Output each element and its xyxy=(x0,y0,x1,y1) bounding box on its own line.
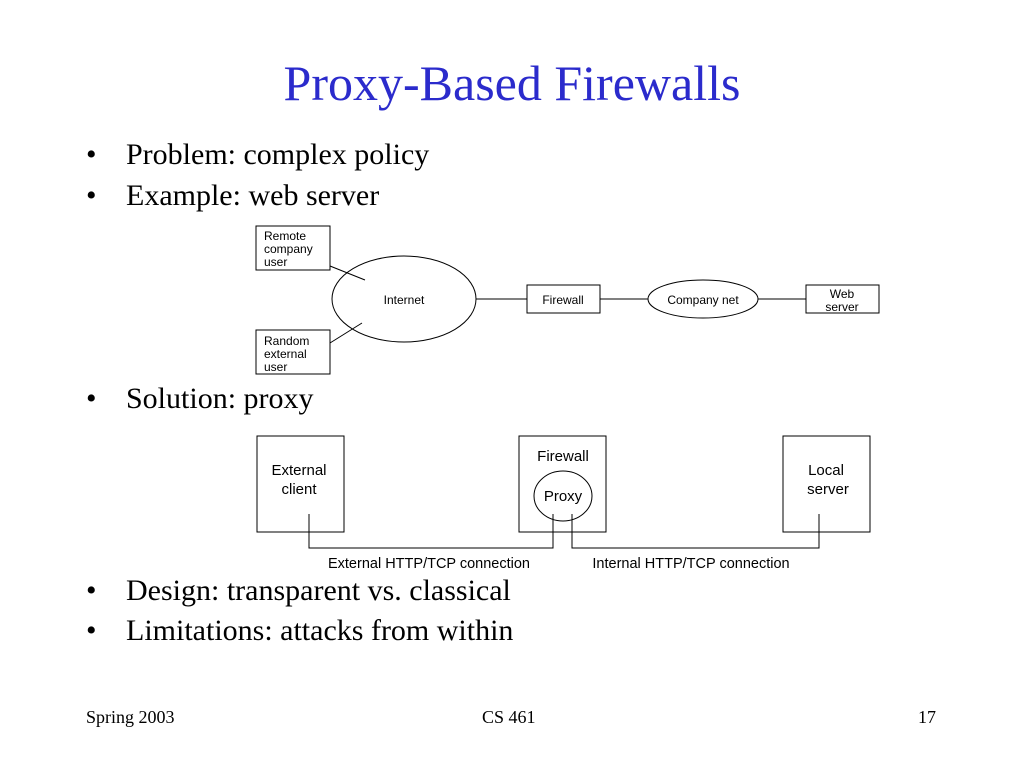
internal-connection-line xyxy=(571,514,820,549)
diagram1-labels: Remote company user Random external user… xyxy=(264,229,859,374)
web-server-label-1: Web xyxy=(830,287,855,301)
footer-page-number: 17 xyxy=(918,707,936,727)
external-client-box xyxy=(256,435,345,533)
bullet-glyph: • xyxy=(86,574,97,607)
internet-cloud xyxy=(331,255,477,343)
bullet-glyph: • xyxy=(86,179,97,212)
proxy-circle xyxy=(533,470,593,522)
proxy-label: Proxy xyxy=(544,488,583,505)
firewall-host-label: Firewall xyxy=(537,448,589,465)
firewall-host-box xyxy=(518,435,607,533)
footer-term: Spring 2003 xyxy=(86,707,175,727)
remote-user-label-3: user xyxy=(264,255,287,269)
bullet-text: Limitations: attacks from within xyxy=(126,614,514,647)
company-net-label: Company net xyxy=(667,293,739,307)
bullet-design: • Design: transparent vs. classical xyxy=(86,576,511,606)
remote-user-label-2: company xyxy=(264,242,313,256)
remote-user-box xyxy=(255,225,331,271)
firewall-label: Firewall xyxy=(542,293,583,307)
link-random-to-internet xyxy=(329,322,363,344)
internal-connection-label: Internal HTTP/TCP connection xyxy=(592,556,789,572)
bullet-text: Solution: proxy xyxy=(126,382,314,415)
random-user-label-3: user xyxy=(264,360,287,374)
bullet-text: Problem: complex policy xyxy=(126,138,430,171)
internet-label: Internet xyxy=(384,293,425,307)
remote-user-label-1: Remote xyxy=(264,229,306,243)
external-connection-line xyxy=(308,514,554,549)
random-user-box xyxy=(255,329,331,375)
bullet-glyph: • xyxy=(86,614,97,647)
bullet-solution: • Solution: proxy xyxy=(86,384,314,414)
external-connection-label: External HTTP/TCP connection xyxy=(328,556,530,572)
diagram-web-server-example xyxy=(255,225,880,375)
firewall-box xyxy=(526,284,601,314)
bullet-glyph: • xyxy=(86,138,97,171)
diagram2-labels: External client Firewall Proxy Local ser… xyxy=(271,448,848,572)
slide-title: Proxy-Based Firewalls xyxy=(283,55,741,111)
bullet-glyph: • xyxy=(86,382,97,415)
external-client-label-2: client xyxy=(281,481,317,498)
web-server-label-2: server xyxy=(825,300,858,314)
external-client-label-1: External xyxy=(271,462,326,479)
local-server-box xyxy=(782,435,871,533)
bullet-text: Design: transparent vs. classical xyxy=(126,574,511,607)
bullet-text: Example: web server xyxy=(126,179,380,212)
local-server-label-2: server xyxy=(807,481,849,498)
diagram-proxy-solution xyxy=(256,435,871,549)
local-server-label-1: Local xyxy=(808,462,844,479)
random-user-label-1: Random xyxy=(264,334,309,348)
bullet-limitations: • Limitations: attacks from within xyxy=(86,616,513,646)
bullet-example: • Example: web server xyxy=(86,181,379,211)
bullet-problem: • Problem: complex policy xyxy=(86,140,429,170)
link-remote-to-internet xyxy=(329,265,366,281)
web-server-box xyxy=(805,284,880,314)
random-user-label-2: external xyxy=(264,347,307,361)
footer-course: CS 461 xyxy=(482,707,536,727)
company-net-ellipse xyxy=(647,279,759,319)
